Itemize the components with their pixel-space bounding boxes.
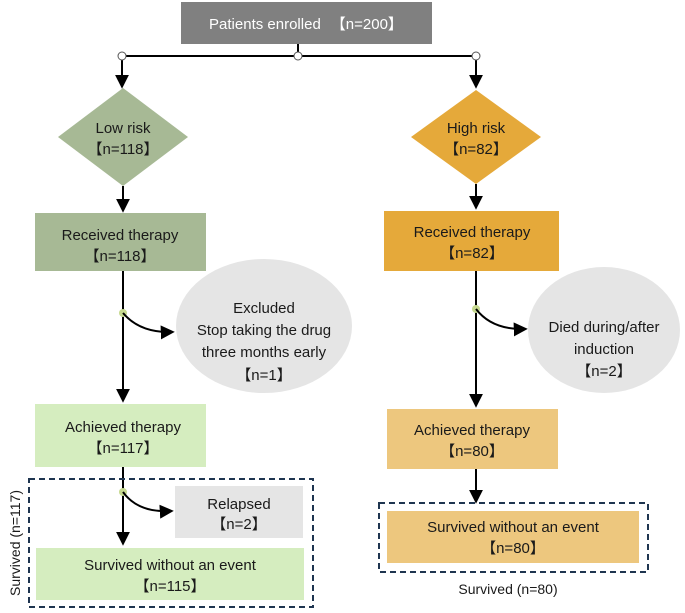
low-risk-count: 【n=118】 [87,141,158,158]
low-relapsed-label: Relapsed [207,496,270,513]
enrolled-box [181,2,432,44]
low-relapsed-box [175,486,303,538]
low-survived-box [36,548,304,600]
low-group-label: Survived (n=117) [7,490,23,596]
enrolled-text: Patients enrolled【n=200】 [209,16,403,33]
high-survived-label: Survived without an event [427,519,600,536]
split-dot-center [293,51,303,61]
low-received-count: 【n=118】 [84,248,155,265]
low-received-label: Received therapy [62,227,179,244]
high-risk-label: High risk [447,120,506,137]
low-survived-count: 【n=115】 [134,578,205,595]
low-excluded-line1: Excluded [233,300,295,317]
split-dot-left [117,51,127,61]
low-relapse-arrow [122,491,174,519]
high-died-line1: Died during/after [549,319,660,336]
low-risk-label: Low risk [95,120,151,137]
high-died-ellipse [528,267,680,393]
high-survived-count: 【n=80】 [481,540,545,557]
low-achieved-count: 【n=117】 [87,440,158,457]
low-relapsed-count: 【n=2】 [211,516,266,533]
low-exclusion-arrow [122,312,175,340]
high-achieved-label: Achieved therapy [414,422,530,439]
high-died-count: 【n=2】 [576,363,631,380]
high-achieved-box [387,409,558,469]
low-achieved-label: Achieved therapy [65,419,181,436]
low-risk-diamond [58,88,188,186]
low-achieved-box [35,404,206,467]
low-survived-group [28,478,314,608]
high-risk-diamond [411,90,541,184]
high-achieved-count: 【n=80】 [440,443,504,460]
low-excluded-line2: Stop taking the drug [197,322,331,339]
low-received-box [35,213,206,271]
low-excluded-count: 【n=1】 [236,367,291,384]
high-group-label: Survived (n=80) [458,581,557,597]
high-survived-group [378,502,649,573]
high-received-label: Received therapy [414,224,531,241]
high-died-line2: induction [574,341,634,358]
high-risk-count: 【n=82】 [444,141,508,158]
high-death-arrow [475,308,528,337]
low-excluded-ellipse [176,259,352,393]
high-received-count: 【n=82】 [440,245,504,262]
high-survived-box [387,511,639,563]
low-survived-label: Survived without an event [84,557,257,574]
high-received-box [384,211,559,271]
split-dot-right [471,51,481,61]
low-excluded-line3: three months early [202,344,327,361]
